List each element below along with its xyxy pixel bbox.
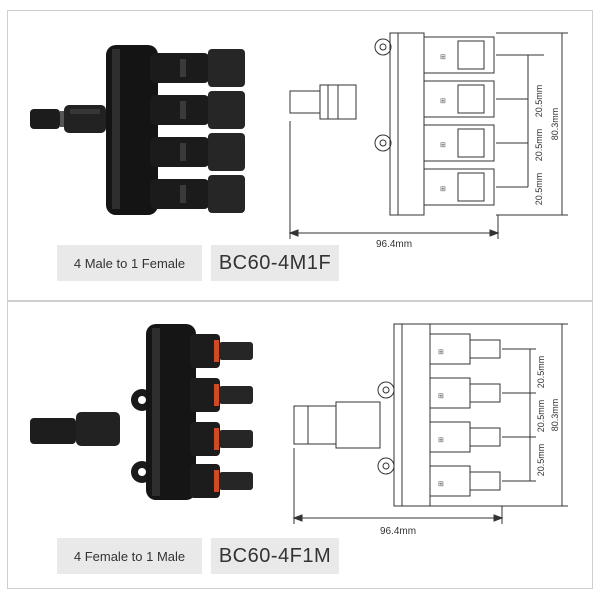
pitch-label-3: 20.5mm <box>534 173 544 206</box>
dimension-drawing-4f1m: ⊞ ⊞ ⊞ ⊞ 20.5mm 20.5mm 20.5mm 80.3mm 96.4mm <box>292 323 568 537</box>
description-label: 4 Male to 1 Female <box>57 245 202 281</box>
svg-text:⊞: ⊞ <box>440 54 446 61</box>
model-label: BC60-4F1M <box>211 538 339 574</box>
width-label: 96.4mm <box>380 526 416 537</box>
svg-text:⊞: ⊞ <box>438 481 444 488</box>
svg-text:⊞: ⊞ <box>438 393 444 400</box>
height-label: 80.3mm <box>550 399 560 432</box>
pitch-label-3: 20.5mm <box>536 444 546 477</box>
svg-text:⊞: ⊞ <box>438 349 444 356</box>
pitch-label-2: 20.5mm <box>534 129 544 162</box>
pitch-label-2: 20.5mm <box>536 400 546 433</box>
svg-text:⊞: ⊞ <box>440 142 446 149</box>
model-label: BC60-4M1F <box>211 245 339 281</box>
svg-text:⊞: ⊞ <box>438 437 444 444</box>
height-label: 80.3mm <box>550 108 560 141</box>
width-label: 96.4mm <box>376 239 412 250</box>
svg-text:⊞: ⊞ <box>440 98 446 105</box>
connector-photo-4f1m <box>30 324 253 500</box>
description-label: 4 Female to 1 Male <box>57 538 202 574</box>
product-panel-4f1m: ⊞ ⊞ ⊞ ⊞ 20.5mm 20.5mm 20.5mm 80.3mm 96.4mm… <box>7 301 593 589</box>
pitch-label-1: 20.5mm <box>534 85 544 118</box>
pitch-label-1: 20.5mm <box>536 356 546 389</box>
product-panel-4m1f: ⊞ ⊞ ⊞ ⊞ 20.5mm 20.5mm 20.5mm 80.3mm 96.4mm… <box>7 10 593 301</box>
dimension-drawing-4m1f: ⊞ ⊞ ⊞ ⊞ 20.5mm 20.5mm 20.5mm 80.3mm 96.4mm <box>288 32 568 250</box>
svg-text:⊞: ⊞ <box>440 186 446 193</box>
connector-photo-4m1f <box>30 45 245 215</box>
